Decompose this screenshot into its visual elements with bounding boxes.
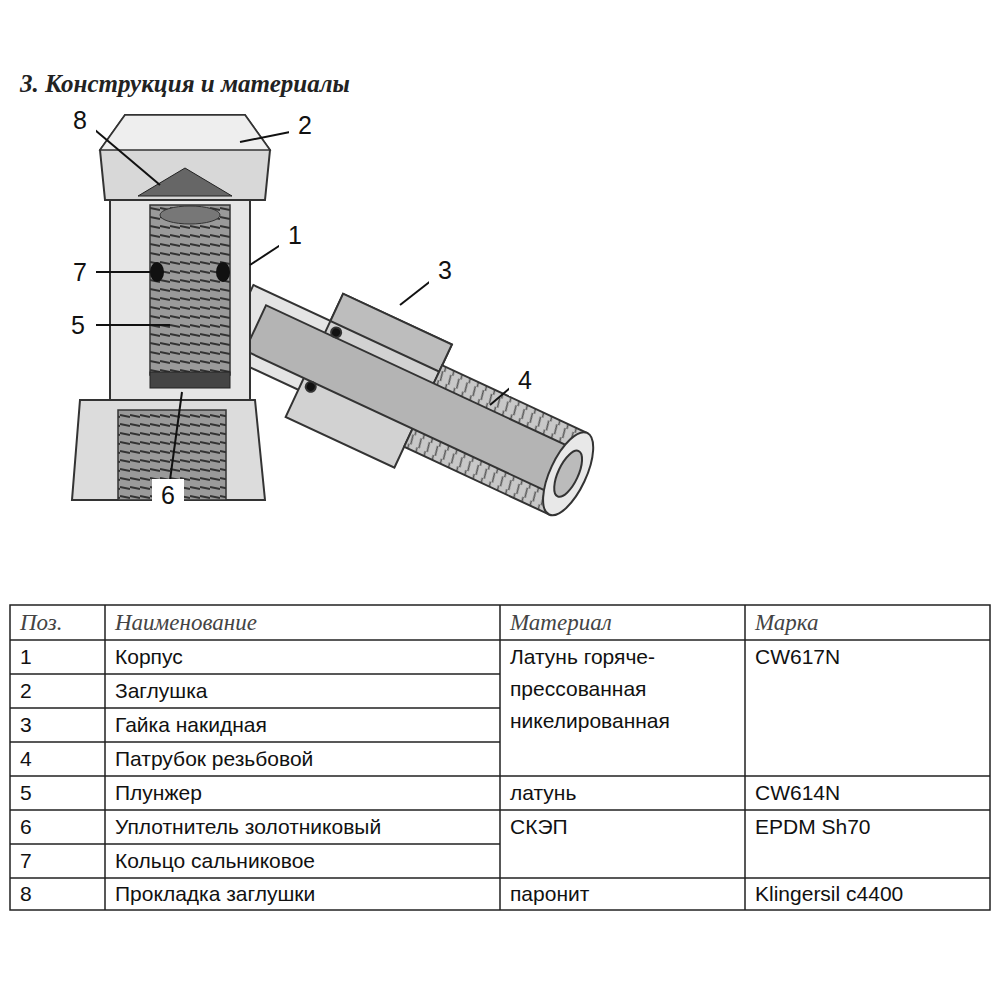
table-cell: Латунь горяче-прессованная никелированна… xyxy=(500,640,745,776)
table-cell: 1 xyxy=(10,640,105,674)
table-cell: Кольцо сальниковое xyxy=(105,844,500,878)
callout-number: 5 xyxy=(62,309,94,341)
table-header: Поз. xyxy=(10,605,105,640)
table-header: Материал xyxy=(500,605,745,640)
table-cell: 4 xyxy=(10,742,105,776)
gland-ring xyxy=(150,262,164,282)
table-cell: CW614N xyxy=(745,776,990,810)
cap-gasket xyxy=(138,168,232,196)
callout-number: 4 xyxy=(509,364,541,396)
callout-number: 2 xyxy=(289,109,321,141)
section-title: 3. Конструкция и материалы xyxy=(20,66,720,102)
table-cell: Заглушка xyxy=(105,674,500,708)
table-cell: EPDM Sh70 xyxy=(745,810,990,878)
table-cell: 2 xyxy=(10,674,105,708)
table-header: Марка xyxy=(745,605,990,640)
table-cell: латунь xyxy=(500,776,745,810)
plunger xyxy=(150,205,230,375)
callout-number: 7 xyxy=(64,256,96,288)
table-cell: 8 xyxy=(10,878,105,910)
table-cell: 3 xyxy=(10,708,105,742)
table-cell: паронит xyxy=(500,878,745,910)
callout-number: 6 xyxy=(152,479,184,511)
table-cell: СКЭП xyxy=(500,810,745,878)
seal xyxy=(150,372,230,388)
callout-number: 3 xyxy=(429,254,461,286)
table-grid xyxy=(10,605,990,910)
table-cell: 6 xyxy=(10,810,105,844)
table-cell: CW617N xyxy=(745,640,990,776)
table-cell: 5 xyxy=(10,776,105,810)
table-cell: Уплотнитель золотниковый xyxy=(105,810,500,844)
valve-body xyxy=(110,198,250,403)
table-cell: Прокладка заглушки xyxy=(105,878,500,910)
side-branch xyxy=(209,258,614,543)
table-cell: Патрубок резьбовой xyxy=(105,742,500,776)
cap xyxy=(100,115,270,200)
table-cell: Корпус xyxy=(105,640,500,674)
table-cell: Klingersil c4400 xyxy=(745,878,990,910)
table-cell: Гайка накидная xyxy=(105,708,500,742)
leader-lines xyxy=(95,130,510,480)
table-cell: Плунжер xyxy=(105,776,500,810)
table-header: Наименование xyxy=(105,605,500,640)
callout-number: 8 xyxy=(64,104,96,136)
table-cell: 7 xyxy=(10,844,105,878)
callout-number: 1 xyxy=(279,219,311,251)
